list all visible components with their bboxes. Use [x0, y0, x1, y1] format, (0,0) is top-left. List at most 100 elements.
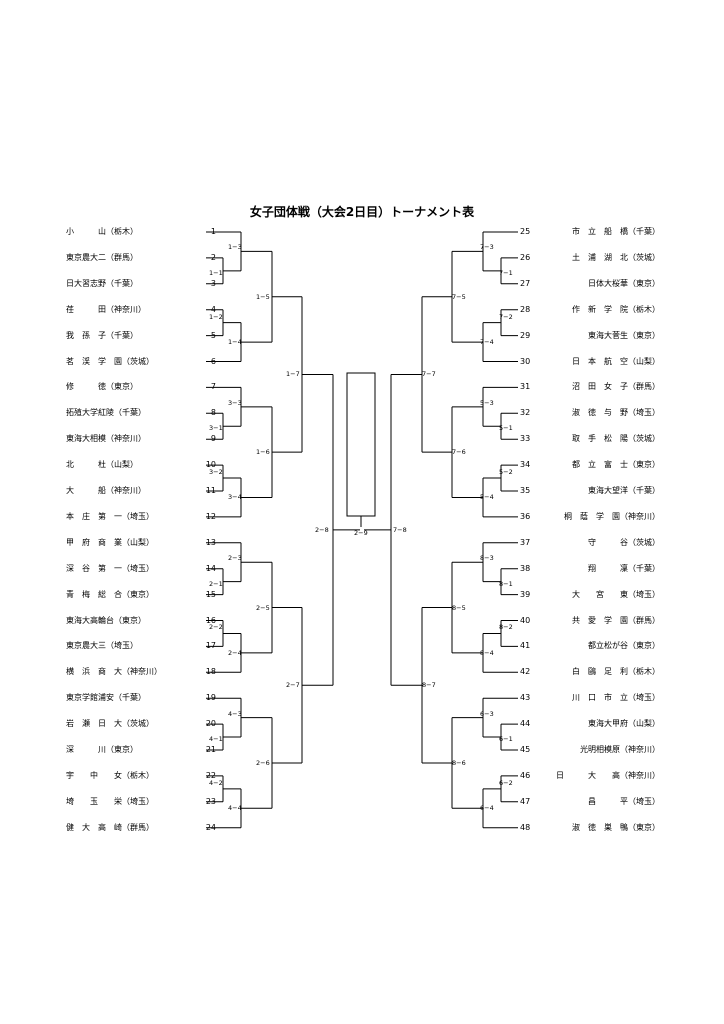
team-name: 荏 田（神奈川） — [66, 304, 146, 314]
match-label: 1−4 — [228, 338, 242, 347]
team-name: 光明相模原（神奈川） — [580, 745, 660, 754]
team-seed: 1 — [210, 227, 216, 236]
team-entry: 北 杜（山梨） 10 — [66, 459, 216, 471]
team-seed: 30 — [520, 356, 531, 366]
team-seed: 10 — [205, 460, 216, 470]
match-label: 6−4 — [480, 804, 494, 813]
match-label: 4−4 — [228, 804, 242, 813]
team-seed: 14 — [205, 563, 216, 573]
team-name: 修 徳（東京） — [66, 382, 138, 392]
team-entry: 我 孫 子（千葉）5 — [66, 330, 216, 342]
team-name: 東京学館浦安（千葉） — [66, 693, 146, 703]
team-seed: 6 — [210, 356, 216, 366]
team-name: 拓殖大学紅陵（千葉） — [66, 408, 146, 418]
team-name: 大 船（神奈川） — [66, 486, 146, 495]
team-seed: 46 — [520, 770, 531, 780]
match-label: 5−1 — [499, 424, 513, 433]
team-entry: 荏 田（神奈川）4 — [66, 304, 216, 316]
team-name: 共 愛 学 園（群馬） — [572, 615, 660, 625]
match-label: 1−1 — [209, 268, 223, 277]
match-label: 2−4 — [228, 648, 242, 657]
team-seed: 40 — [520, 615, 531, 625]
team-entry: 東京農大二（群馬）2 — [66, 252, 216, 264]
team-entry: 岩 瀬 日 大（茨城）20 — [66, 718, 216, 730]
team-seed: 18 — [205, 667, 216, 677]
match-label: 8−7 — [422, 681, 436, 690]
match-label: 8−3 — [480, 554, 494, 563]
team-seed: 7 — [210, 382, 216, 392]
team-entry: 38 翔 凜（千葉） — [520, 563, 660, 575]
team-seed: 24 — [205, 822, 216, 832]
team-name: 北 杜（山梨） — [66, 460, 138, 470]
team-seed: 41 — [520, 641, 531, 651]
match-label: 7−6 — [452, 448, 466, 457]
match-label: 8−1 — [499, 579, 513, 588]
match-label: 3−4 — [228, 493, 242, 502]
team-seed: 29 — [520, 330, 531, 340]
team-seed: 38 — [520, 563, 531, 573]
team-seed: 45 — [520, 745, 531, 754]
match-label: 2−6 — [256, 758, 270, 767]
team-seed: 15 — [205, 589, 216, 599]
team-entry: 25 市 立 船 橋（千葉） — [520, 226, 660, 238]
team-seed: 21 — [205, 745, 216, 754]
team-seed: 34 — [520, 460, 531, 470]
match-label: 6−3 — [480, 709, 494, 718]
team-name: 横 浜 商 大（神奈川） — [66, 667, 162, 677]
team-seed: 9 — [210, 434, 216, 444]
team-seed: 27 — [520, 278, 531, 288]
team-name: 健 大 高 崎（群馬） — [66, 822, 154, 832]
team-seed: 35 — [520, 486, 531, 495]
team-name: 守 谷（茨城） — [588, 537, 660, 547]
team-name: 昌 平（埼玉） — [588, 796, 660, 806]
team-seed: 28 — [520, 304, 531, 314]
team-name: 東海大望洋（千葉） — [588, 486, 660, 495]
match-label: 3−2 — [209, 468, 223, 477]
team-name: 日 本 航 空（山梨） — [572, 356, 660, 366]
match-label: 7−2 — [499, 312, 513, 321]
team-name: 市 立 船 橋（千葉） — [572, 227, 660, 236]
team-name: 翔 凜（千葉） — [588, 563, 660, 573]
team-name: 白 鷗 足 利（栃木） — [572, 667, 660, 677]
match-label: 2−9 — [354, 529, 368, 537]
team-seed: 42 — [520, 667, 531, 677]
team-entry: 甲 府 商 業（山梨）13 — [66, 537, 216, 549]
team-entry: 45 光明相模原（神奈川） — [520, 744, 660, 756]
team-entry: 30 日 本 航 空（山梨） — [520, 356, 660, 368]
team-seed: 22 — [205, 770, 216, 780]
match-label: 1−6 — [256, 448, 270, 457]
match-label: 8−6 — [452, 758, 466, 767]
match-label: 3−3 — [228, 398, 242, 407]
team-seed: 8 — [210, 408, 216, 418]
team-seed: 39 — [520, 589, 531, 599]
match-label: 1−7 — [286, 370, 300, 379]
team-entry: 深 谷 第 一（埼玉）14 — [66, 563, 216, 575]
team-seed: 25 — [520, 227, 531, 236]
page-title: 女子団体戦（大会2日目）トーナメント表 — [249, 205, 475, 219]
team-seed: 48 — [520, 822, 531, 832]
team-name: 東海大相模（神奈川） — [66, 434, 146, 444]
match-label: 7−4 — [480, 338, 494, 347]
team-seed: 19 — [205, 693, 216, 703]
team-name: 作 新 学 院（栃木） — [572, 304, 660, 314]
match-label: 2−5 — [256, 603, 270, 612]
match-label: 4−1 — [209, 735, 223, 744]
team-entry: 健 大 高 崎（群馬） 24 — [66, 822, 216, 834]
team-entry: 深 川（東京）21 — [66, 744, 216, 756]
team-entry: 40 共 愛 学 園（群馬） — [520, 615, 660, 627]
team-seed: 11 — [205, 486, 216, 495]
team-entry: 35 東海大望洋（千葉） — [520, 485, 660, 497]
match-label: 5−2 — [499, 468, 513, 477]
team-entry: 本 庄 第 一（埼玉）12 — [66, 511, 216, 523]
match-label: 4−3 — [228, 709, 242, 718]
team-entry: 青 梅 総 合（東京）15 — [66, 589, 216, 601]
